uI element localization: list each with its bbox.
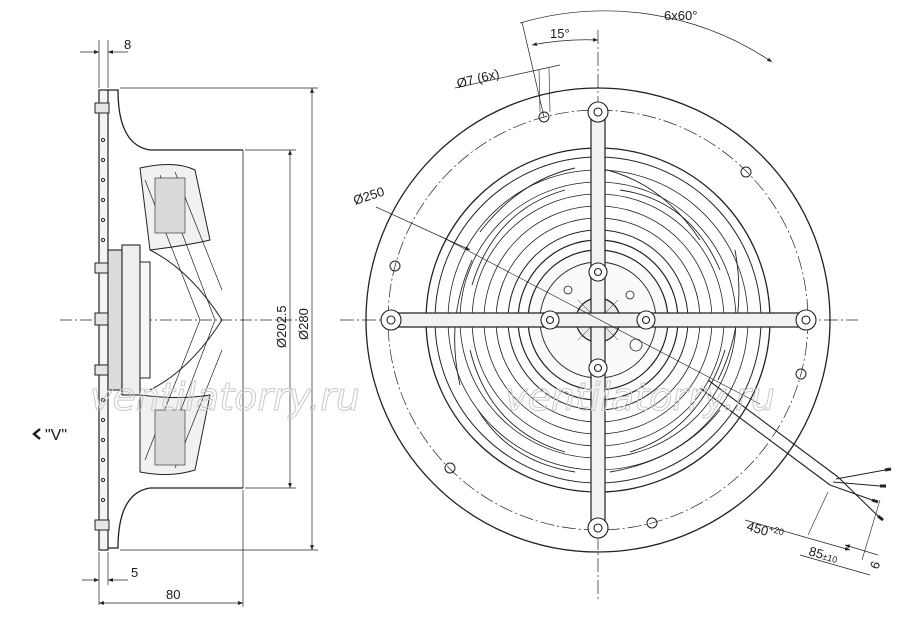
dim-angle-offset: 15°	[550, 26, 570, 41]
dim-inner-diameter: Ø202.5	[274, 305, 289, 348]
front-view	[340, 10, 892, 600]
dim-top-flange: 8	[124, 37, 131, 52]
chevron-left-icon	[32, 428, 41, 440]
impeller-blades-side	[139, 164, 223, 476]
side-view	[60, 40, 318, 607]
watermark: ventilatorry.ru ventilatorry.ru	[90, 375, 776, 420]
watermark-right: ventilatorry.ru	[505, 375, 775, 419]
dim-hole-diameter: Ø7 (6x)	[455, 66, 501, 91]
plate-bolts	[94, 102, 110, 531]
power-cable	[699, 379, 892, 522]
dim-bottom-flange: 5	[131, 565, 138, 580]
dim-cable-length: 450+20	[745, 518, 785, 544]
view-marker: "V"	[45, 427, 67, 444]
plate-rivets	[100, 137, 106, 503]
svg-text:450+20: 450+20	[745, 518, 785, 544]
side-view-labels: 8 5 80 Ø202.5 Ø280 "V"	[32, 37, 311, 602]
dim-strip-length: 85±10	[807, 543, 839, 566]
dim-wire-end: 6	[867, 559, 884, 571]
dim-angle-total: 6x60°	[664, 8, 697, 23]
mounting-holes	[389, 111, 807, 529]
dim-outer-diameter: Ø280	[296, 308, 311, 340]
watermark-left: ventilatorry.ru	[90, 375, 360, 419]
svg-text:85±10: 85±10	[807, 543, 839, 566]
dim-depth: 80	[166, 587, 180, 602]
dim-bolt-circle: Ø250	[351, 184, 386, 208]
impeller-blades-front	[454, 167, 740, 473]
spoke-fixings	[380, 101, 817, 539]
guard-spokes	[389, 111, 807, 529]
